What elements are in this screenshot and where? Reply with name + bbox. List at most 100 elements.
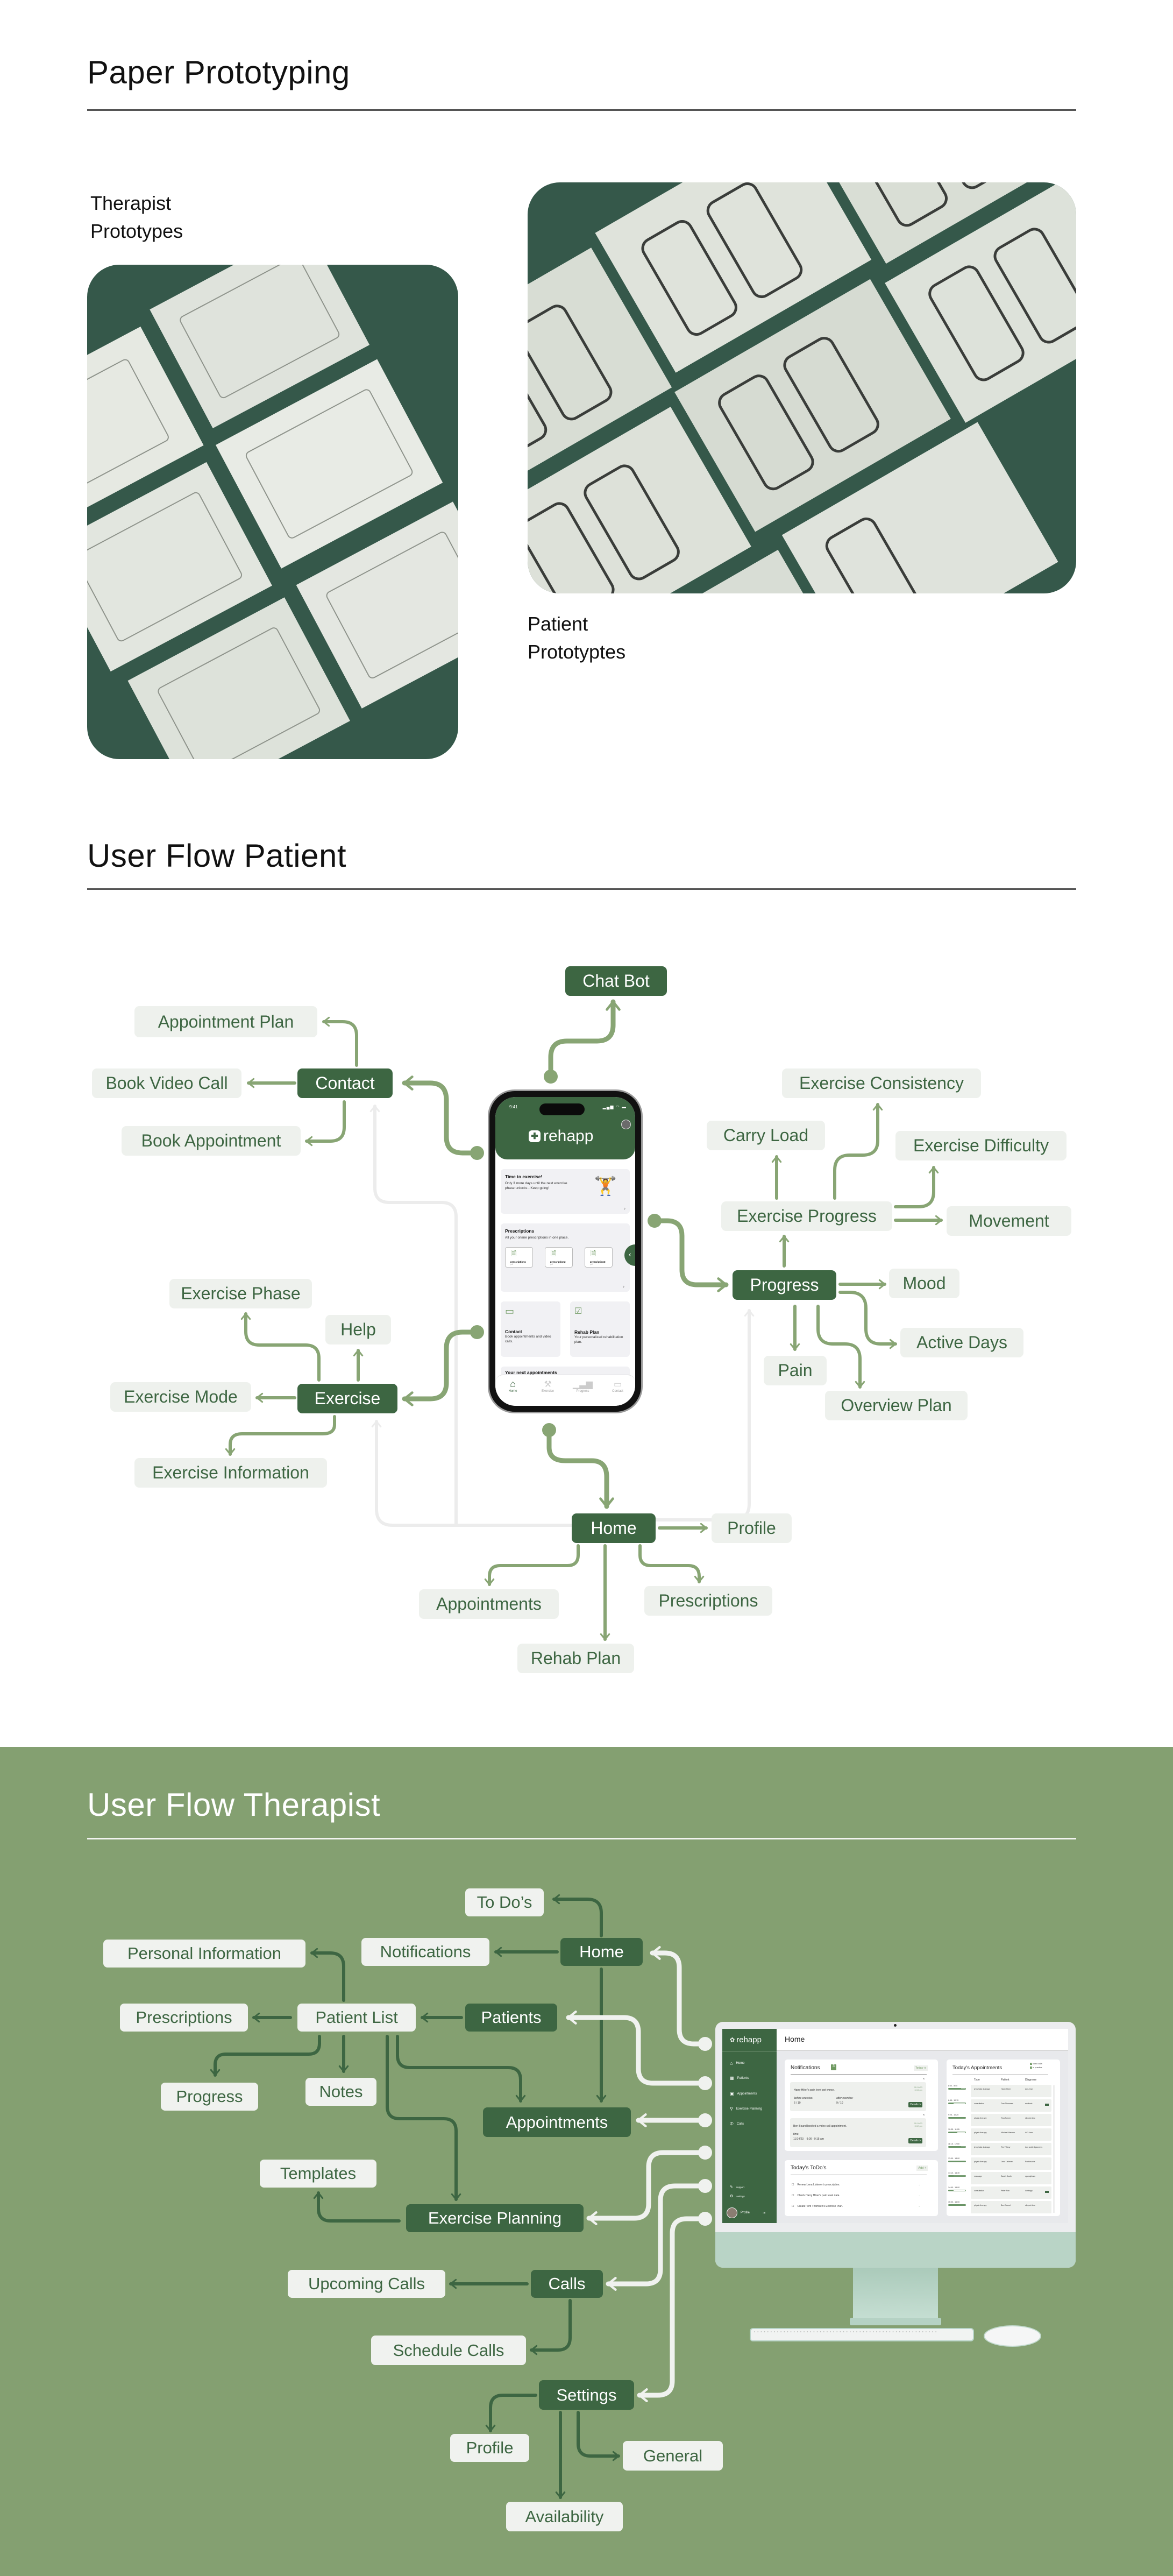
- filter-dropdown[interactable]: Today ∨: [913, 2065, 928, 2071]
- appointment-progress-bar: [948, 2103, 966, 2104]
- rehab-plan-card[interactable]: ☑ Rehab Plan Your personalized rehabilit…: [570, 1301, 630, 1357]
- nav-home[interactable]: ⌂Home: [730, 2061, 744, 2066]
- file-name: prescription3: [590, 1261, 606, 1263]
- nav-label: Calls: [736, 2122, 744, 2126]
- file-name: prescription1: [510, 1261, 526, 1263]
- checkbox[interactable]: ☐: [792, 2183, 794, 2186]
- status-icons: ▂▄▆ ◠ ▬: [602, 1105, 627, 1109]
- node-book-video-call: Book Video Call: [92, 1068, 241, 1098]
- phone-icon: ✆: [730, 2121, 734, 2126]
- keyboard: ▪▪▪▪▪▪▪▪▪▪▪▪▪▪▪▪▪▪▪▪▪▪▪▪▪▪▪▪▪▪▪▪▪▪▪▪▪▪▪▪…: [750, 2328, 974, 2341]
- node-exercise-progress: Exercise Progress: [721, 1201, 892, 1231]
- node-mood: Mood: [889, 1269, 959, 1298]
- avatar[interactable]: [621, 1120, 631, 1129]
- appointment-time: 14:10 - 14:30: [948, 2172, 960, 2174]
- divider: [87, 1838, 1076, 1839]
- home-icon: ⌂: [510, 1378, 516, 1389]
- todo-item[interactable]: ☐Create Tom Thomsen's Exercise Plan.→: [792, 2205, 921, 2208]
- divider: [87, 109, 1076, 111]
- node-t-personal-information: Personal Information: [103, 1940, 305, 1968]
- appointment-row[interactable]: consultation Tom Thomsen scoliosis: [971, 2099, 1051, 2112]
- dumbbell-icon: ⚒: [544, 1380, 552, 1389]
- node-profile: Profile: [712, 1513, 792, 1543]
- column-header: Patient: [1001, 2078, 1010, 2082]
- section-title-user-flow-therapist: User Flow Therapist: [87, 1787, 381, 1823]
- nav-appointments[interactable]: ▣Appointments: [730, 2091, 757, 2096]
- todo-item[interactable]: ☐Renew Lena Listener's prescription.→: [792, 2183, 921, 2186]
- logo-icon: ✿: [730, 2037, 735, 2043]
- scrollbar[interactable]: [1053, 2085, 1055, 2213]
- node-t-general: General: [623, 2441, 723, 2471]
- node-t-notifications: Notifications: [361, 1938, 489, 1966]
- appointment-row[interactable]: massage Sarah South spondylosis: [971, 2172, 1051, 2184]
- node-help: Help: [325, 1315, 391, 1344]
- logout-icon[interactable]: ⇥: [763, 2211, 766, 2215]
- nav-support[interactable]: ✎support: [730, 2185, 744, 2189]
- appointment-row[interactable]: lymphatic drainage Harry Hiker ACL tear: [971, 2085, 1051, 2097]
- checklist-icon: ☑: [574, 1307, 582, 1316]
- connector-phone-contact: [402, 1075, 480, 1156]
- calendar-icon: ▣: [730, 2091, 734, 2096]
- appointment-patient: Tom Thomsen: [1001, 2103, 1013, 2105]
- appointment-row[interactable]: lymphatic drainage Tim Tiffany torn ankl…: [971, 2143, 1051, 2155]
- arrow-right-icon[interactable]: →: [918, 2194, 921, 2197]
- appointment-patient: Tina Turner: [1001, 2117, 1011, 2119]
- nav-exercise-planning[interactable]: ⚲Exercise Planning: [730, 2106, 762, 2111]
- connector-phone-progress: [652, 1218, 729, 1292]
- appointment-row[interactable]: physio therapy Tina Turner slipped disc: [971, 2114, 1051, 2126]
- prescriptions-card[interactable]: Prescriptions All your online prescripti…: [501, 1223, 630, 1292]
- details-button[interactable]: Details >: [908, 2138, 922, 2143]
- appointment-row[interactable]: physio therapy Michael Manson ACL tear: [971, 2128, 1051, 2141]
- file-type: pdf: [590, 1263, 593, 1265]
- connector-active-days: [838, 1291, 897, 1349]
- document-icon: 🗎: [511, 1249, 517, 1257]
- node-t-upcoming-calls: Upcoming Calls: [288, 2270, 445, 2298]
- paper-sketch-image: [87, 265, 458, 759]
- chevron-left-icon: ‹: [629, 1250, 631, 1258]
- patient-prototypes-photo: [528, 182, 1076, 593]
- card-body: Your personalized rehabilitation plan.: [574, 1335, 623, 1344]
- arrow-right-icon[interactable]: →: [918, 2205, 921, 2208]
- close-icon[interactable]: x: [923, 2113, 925, 2117]
- status-time: 9:41: [509, 1105, 518, 1109]
- side-drawer-toggle[interactable]: ‹: [624, 1244, 635, 1266]
- nav-patients[interactable]: ▦Patients: [730, 2076, 749, 2080]
- checkbox[interactable]: ☐: [792, 2194, 794, 2197]
- appointment-row[interactable]: physio therapy Lena Listener Parkinson's: [971, 2157, 1051, 2170]
- appointment-row[interactable]: physio therapy Ben Bound slipped disc: [971, 2201, 1051, 2213]
- appointment-progress-bar: [948, 2088, 966, 2090]
- divider: [791, 2074, 927, 2075]
- appointment-row[interactable]: consultation Peter Pan lumbago: [971, 2186, 1051, 2199]
- panel-title: Today's Appointments: [952, 2065, 1003, 2071]
- profile-link[interactable]: Profile⇥: [727, 2207, 765, 2218]
- node-t-templates: Templates: [260, 2160, 376, 2188]
- monitor-stand: [853, 2265, 938, 2320]
- nav-label: Patients: [737, 2076, 749, 2080]
- appointment-patient: Peter Pan: [1001, 2190, 1010, 2192]
- tab-contact[interactable]: ▭Contact: [600, 1375, 635, 1393]
- progress-fill: [949, 2103, 954, 2104]
- appointment-type: massage: [974, 2175, 982, 2177]
- close-icon[interactable]: x: [923, 2077, 925, 2080]
- todo-item[interactable]: ☐Check Harry Hiker's pain level data.→: [792, 2194, 921, 2197]
- tab-home[interactable]: ⌂Home: [495, 1375, 530, 1393]
- checkbox[interactable]: ☐: [792, 2205, 794, 2208]
- contact-card[interactable]: ▭ Contact Book appointments and video ca…: [501, 1301, 560, 1357]
- tab-progress[interactable]: ▁▃▆Progress: [565, 1375, 600, 1393]
- nav-settings[interactable]: ⚙settings: [730, 2194, 745, 2198]
- node-t-calls: Calls: [531, 2270, 603, 2298]
- add-todo-button[interactable]: Add +: [916, 2165, 928, 2171]
- details-button[interactable]: Details >: [908, 2102, 922, 2107]
- arrow-right-icon[interactable]: →: [918, 2183, 921, 2186]
- paper-sketch-image: [528, 182, 1076, 593]
- tab-exercise[interactable]: ⚒Exercise: [530, 1375, 565, 1393]
- nav-calls[interactable]: ✆Calls: [730, 2121, 744, 2126]
- exercise-reminder-card[interactable]: Time to exercise! Only 3 more days until…: [501, 1169, 630, 1214]
- field-value: 11/14/23 9:00 - 9:15 am: [793, 2138, 824, 2141]
- connector-contact-book-appointment: [305, 1100, 346, 1147]
- video-call-icon: [1045, 2104, 1049, 2106]
- brand-logo: ✿rehapp: [730, 2035, 762, 2044]
